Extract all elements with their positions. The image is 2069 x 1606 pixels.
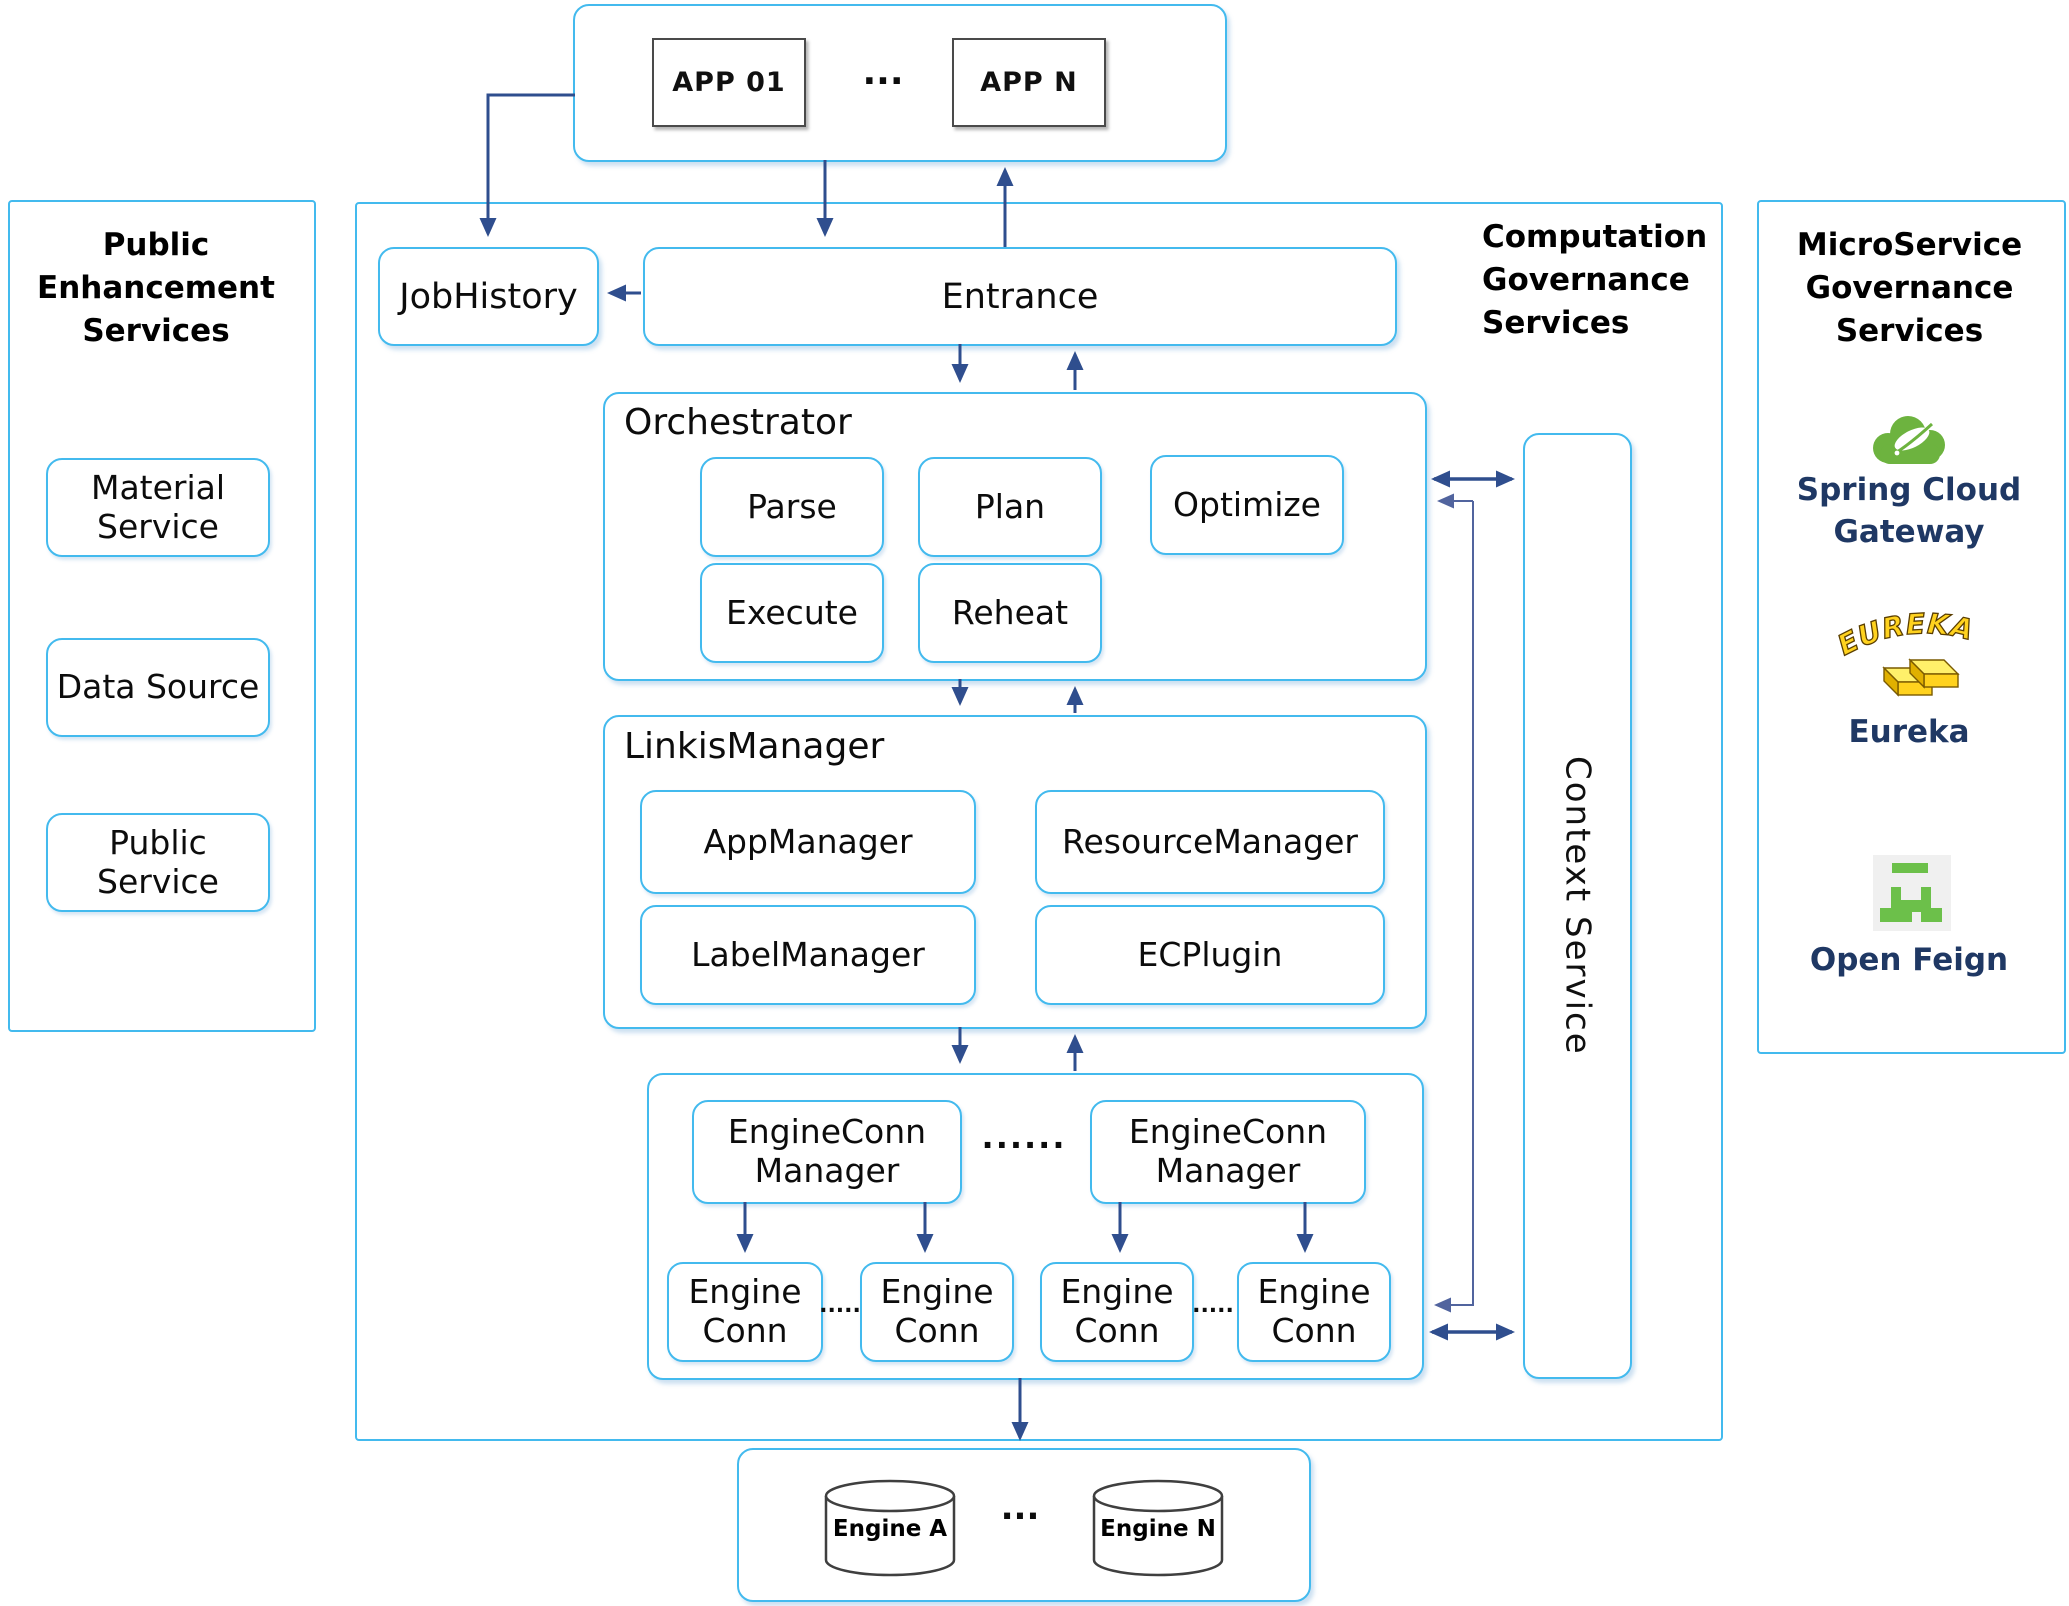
spring-cloud-logo-icon <box>1873 416 1945 464</box>
execute-node: Execute <box>700 563 884 663</box>
optimize-node: Optimize <box>1150 455 1344 555</box>
computation-governance-title: Computation Governance Services <box>1482 219 1708 341</box>
material-service-label: Material Service <box>90 467 226 546</box>
label-manager-label: LabelManager <box>691 934 925 974</box>
engine-conn-label-3: Engine Conn <box>1060 1272 1174 1350</box>
linkis-manager-title: LinkisManager <box>624 726 885 767</box>
engine-conn-label-1: Engine Conn <box>688 1272 802 1350</box>
engine-n-cylinder: Engine N <box>1088 1476 1228 1582</box>
engine-conn-manager-left-node: EngineConn Manager <box>692 1100 962 1204</box>
engine-a-label: Engine A <box>832 1516 948 1543</box>
execute-label: Execute <box>726 592 858 632</box>
engine-conn-dots-left: ..... <box>819 1293 861 1318</box>
public-service-node: Public Service <box>46 813 270 912</box>
eureka-logo-text: EUREKA <box>1832 612 1977 663</box>
microservice-governance-title: MicroService Governance Services <box>1796 227 2023 349</box>
engine-conn-node-1: Engine Conn <box>667 1262 823 1362</box>
apps-ellipsis: ... <box>862 52 904 93</box>
svg-text:EUREKA: EUREKA <box>1832 612 1977 662</box>
job-history-label: JobHistory <box>399 276 578 317</box>
resource-manager-label: ResourceManager <box>1062 821 1358 861</box>
data-source-label: Data Source <box>56 667 260 707</box>
engine-conn-manager-right-label: EngineConn Manager <box>1128 1112 1328 1190</box>
public-service-label: Public Service <box>97 822 219 901</box>
plan-node: Plan <box>918 457 1102 557</box>
plan-label: Plan <box>974 486 1046 526</box>
ec-plugin-node: ECPlugin <box>1035 905 1385 1005</box>
engine-conn-dots-right: ..... <box>1192 1293 1234 1318</box>
open-feign-label: Open Feign <box>1809 942 2009 978</box>
app-manager-node: AppManager <box>640 790 976 894</box>
app-manager-label: AppManager <box>703 821 913 861</box>
engine-conn-managers-ellipsis: ...... <box>981 1118 1067 1156</box>
resource-manager-node: ResourceManager <box>1035 790 1385 894</box>
app-01-node: APP 01 <box>652 38 806 127</box>
engine-conn-node-3: Engine Conn <box>1040 1262 1194 1362</box>
eureka-logo-icon: EUREKA <box>1832 612 1977 697</box>
context-service-label: Context Service <box>1557 756 1598 1056</box>
engine-conn-manager-left-label: EngineConn Manager <box>727 1112 927 1190</box>
open-feign-logo-icon <box>1873 855 1951 931</box>
entrance-node: Entrance <box>643 247 1397 346</box>
engine-a-cylinder: Engine A <box>820 1476 960 1582</box>
reheat-node: Reheat <box>918 563 1102 663</box>
material-service-node: Material Service <box>46 458 270 557</box>
parse-node: Parse <box>700 457 884 557</box>
engine-conn-manager-right-node: EngineConn Manager <box>1090 1100 1366 1204</box>
engines-ellipsis: ... <box>1000 1488 1040 1528</box>
context-service-node: Context Service <box>1523 433 1632 1379</box>
public-enhancement-title: Public Enhancement Services <box>37 227 275 349</box>
engine-n-label: Engine N <box>1100 1516 1216 1543</box>
spring-cloud-gateway-label: Spring Cloud Gateway <box>1796 472 2022 550</box>
label-manager-node: LabelManager <box>640 905 976 1005</box>
job-history-node: JobHistory <box>378 247 599 346</box>
entrance-label: Entrance <box>941 276 1099 317</box>
app-n-label: APP N <box>980 67 1078 98</box>
engine-conn-label-4: Engine Conn <box>1257 1272 1371 1350</box>
ec-plugin-label: ECPlugin <box>1137 934 1283 974</box>
app-01-label: APP 01 <box>672 67 786 98</box>
engine-conn-node-4: Engine Conn <box>1237 1262 1391 1362</box>
engine-conn-label-2: Engine Conn <box>880 1272 994 1350</box>
parse-label: Parse <box>747 486 837 526</box>
engine-conn-node-2: Engine Conn <box>860 1262 1014 1362</box>
data-source-node: Data Source <box>46 638 270 737</box>
microservice-governance-panel <box>1757 200 2066 1054</box>
app-n-node: APP N <box>952 38 1106 127</box>
optimize-label: Optimize <box>1173 484 1321 524</box>
orchestrator-title: Orchestrator <box>624 402 852 443</box>
eureka-label: Eureka <box>1848 714 1970 750</box>
reheat-label: Reheat <box>951 592 1069 632</box>
